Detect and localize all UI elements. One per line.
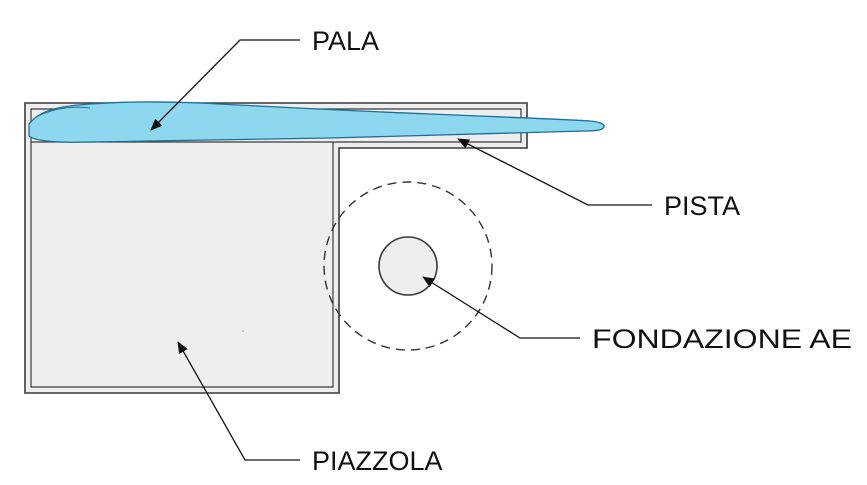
leader-fondazione bbox=[422, 276, 580, 339]
speck bbox=[242, 330, 244, 332]
piazzola-inner-outline bbox=[30, 108, 522, 388]
clearance-circle bbox=[323, 181, 493, 351]
leader-pala bbox=[150, 39, 300, 131]
label-pala: PALA bbox=[312, 26, 379, 56]
label-fondazione: FONDAZIONE AE bbox=[592, 324, 852, 354]
label-pista: PISTA bbox=[664, 191, 740, 221]
leader-pista bbox=[457, 138, 652, 206]
label-piazzola: PIAZZOLA bbox=[312, 446, 443, 476]
leader-piazzola bbox=[177, 341, 300, 461]
piazzola-area bbox=[24, 102, 528, 394]
fondazione-circle bbox=[378, 236, 438, 296]
pala-root-detail bbox=[37, 106, 91, 117]
pala-blade bbox=[28, 101, 605, 143]
